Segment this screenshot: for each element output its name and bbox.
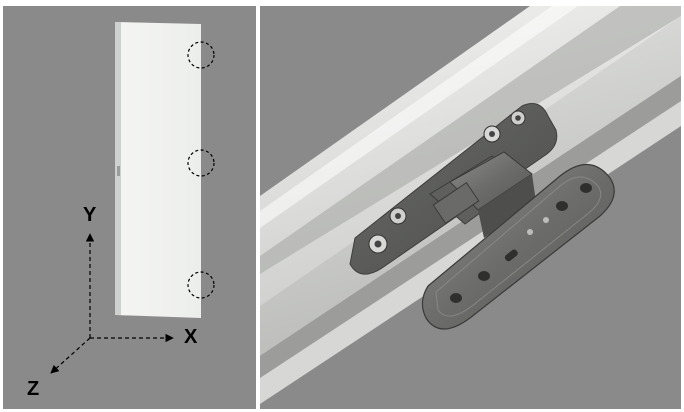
door-face bbox=[115, 22, 201, 318]
hinge-marker-middle bbox=[187, 149, 215, 177]
frame-rail-shadow bbox=[260, 76, 681, 378]
hinge-markers bbox=[187, 41, 215, 299]
screw-head-icon bbox=[489, 131, 495, 137]
screw-head-icon bbox=[515, 115, 521, 121]
x-axis-label: X bbox=[184, 326, 198, 348]
screw-head-icon bbox=[374, 240, 382, 248]
z-axis-label: Z bbox=[27, 378, 40, 400]
hinge-marker-bottom bbox=[187, 271, 215, 299]
hinge-door-plate-rim bbox=[435, 176, 602, 317]
frame-plate-screws bbox=[368, 110, 526, 254]
mount-hole-icon bbox=[580, 183, 592, 193]
adjust-screw-icon bbox=[543, 217, 549, 223]
mount-hole-icon bbox=[450, 293, 462, 303]
mount-hole-icon bbox=[556, 201, 568, 211]
frame-rail-highlight bbox=[260, 6, 578, 228]
hinge-photo-panel bbox=[260, 6, 681, 409]
hinge-marker-top bbox=[187, 41, 215, 69]
concealed-hinge bbox=[349, 103, 615, 330]
frame-rail-groove bbox=[260, 6, 681, 274]
door-diagram-svg bbox=[50, 22, 215, 374]
z-axis-arrow bbox=[50, 337, 91, 374]
door-handle-mark bbox=[117, 166, 120, 176]
mount-slot-icon bbox=[504, 249, 518, 262]
door-plate-holes bbox=[450, 183, 592, 303]
adjust-screw-icon bbox=[527, 229, 533, 235]
door-diagram-panel: Y X Z bbox=[3, 6, 256, 409]
y-axis-label: Y bbox=[83, 204, 97, 226]
hinge-arm-side bbox=[478, 174, 536, 238]
screw-head-icon bbox=[395, 213, 401, 219]
hinge-pivot-block bbox=[432, 182, 480, 224]
door-panel bbox=[115, 22, 201, 318]
axis-gizmo bbox=[50, 233, 174, 374]
hinge-illustration-svg bbox=[260, 6, 681, 404]
mount-hole-icon bbox=[478, 271, 490, 281]
